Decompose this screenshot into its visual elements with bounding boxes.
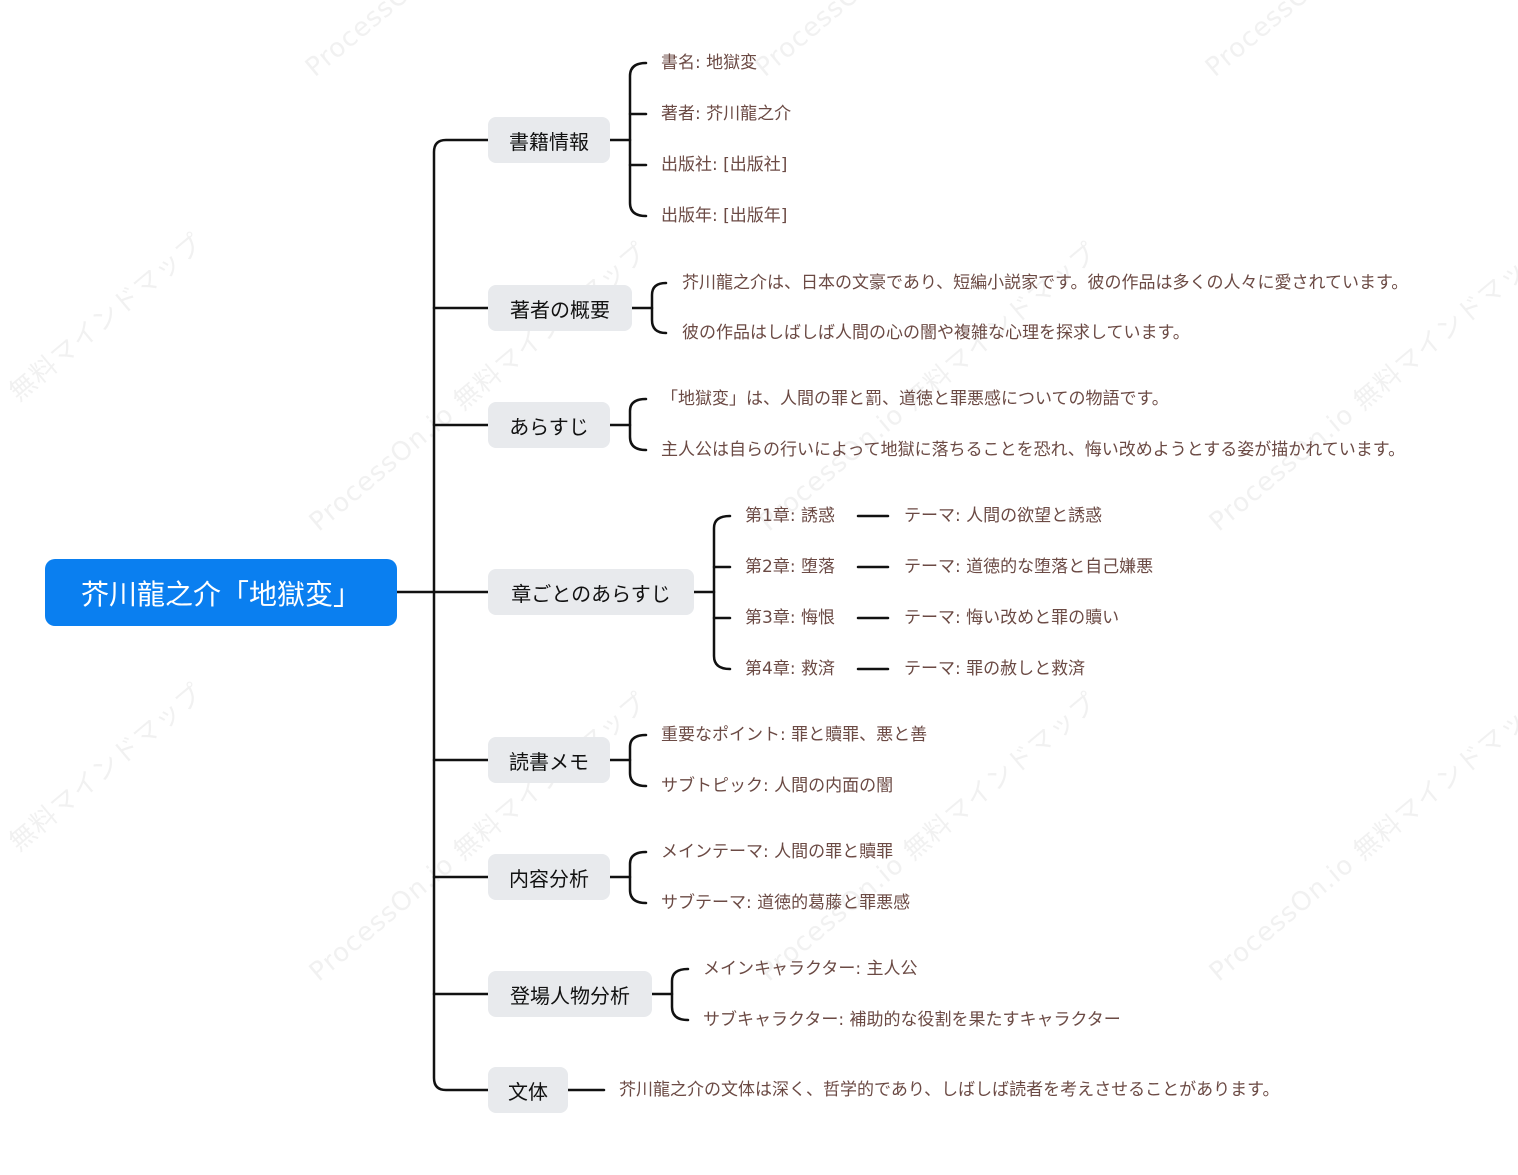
branch-synopsis[interactable]: あらすじ: [488, 402, 610, 448]
branch-book-info[interactable]: 書籍情報: [488, 117, 610, 163]
leaf-style-1[interactable]: 芥川龍之介の文体は深く、哲学的であり、しばしば読者を考えさせることがあります。: [619, 1080, 1280, 1100]
branch-character-analysis[interactable]: 登場人物分析: [488, 971, 652, 1017]
leaf-character-2[interactable]: サブキャラクター: 補助的な役割を果たすキャラクター: [703, 1010, 1121, 1030]
leaf-chapter-3[interactable]: 第3章: 悔恨: [745, 608, 835, 628]
branch-content-analysis[interactable]: 内容分析: [488, 854, 610, 900]
leaf-chapter-1[interactable]: 第1章: 誘惑: [745, 506, 835, 526]
branch-author-overview[interactable]: 著者の概要: [488, 285, 632, 331]
leaf-theme-1[interactable]: テーマ: 人間の欲望と誘惑: [904, 506, 1103, 526]
leaf-book-author[interactable]: 著者: 芥川龍之介: [661, 104, 792, 124]
branch-style[interactable]: 文体: [488, 1067, 568, 1113]
leaf-book-title[interactable]: 書名: 地獄変: [661, 53, 758, 73]
root-node[interactable]: 芥川龍之介「地獄変」: [45, 559, 397, 626]
leaf-book-publisher[interactable]: 出版社: [出版社]: [661, 155, 788, 175]
leaf-analysis-1[interactable]: メインテーマ: 人間の罪と贖罪: [661, 842, 894, 862]
leaf-character-1[interactable]: メインキャラクター: 主人公: [703, 959, 918, 979]
branch-reading-notes[interactable]: 読書メモ: [488, 737, 610, 783]
leaf-synopsis-1[interactable]: 「地獄変」は、人間の罪と罰、道徳と罪悪感についての物語です。: [661, 389, 1169, 409]
leaf-theme-4[interactable]: テーマ: 罪の赦しと救済: [904, 659, 1086, 679]
leaf-notes-1[interactable]: 重要なポイント: 罪と贖罪、悪と善: [661, 725, 928, 745]
leaf-book-year[interactable]: 出版年: [出版年]: [661, 206, 788, 226]
leaf-author-1[interactable]: 芥川龍之介は、日本の文豪であり、短編小説家です。彼の作品は多くの人々に愛されてい…: [682, 273, 1409, 293]
leaf-theme-3[interactable]: テーマ: 悔い改めと罪の贖い: [904, 608, 1120, 628]
leaf-chapter-2[interactable]: 第2章: 堕落: [745, 557, 835, 577]
leaf-analysis-2[interactable]: サブテーマ: 道徳的葛藤と罪悪感: [661, 893, 911, 913]
branch-chapter-synopsis[interactable]: 章ごとのあらすじ: [488, 569, 694, 615]
leaf-theme-2[interactable]: テーマ: 道徳的な堕落と自己嫌悪: [904, 557, 1154, 577]
leaf-chapter-4[interactable]: 第4章: 救済: [745, 659, 835, 679]
leaf-synopsis-2[interactable]: 主人公は自らの行いによって地獄に落ちることを恐れ、悔い改めようとする姿が描かれて…: [661, 440, 1406, 460]
leaf-author-2[interactable]: 彼の作品はしばしば人間の心の闇や複雑な心理を探求しています。: [682, 323, 1190, 343]
leaf-notes-2[interactable]: サブトピック: 人間の内面の闇: [661, 776, 894, 796]
